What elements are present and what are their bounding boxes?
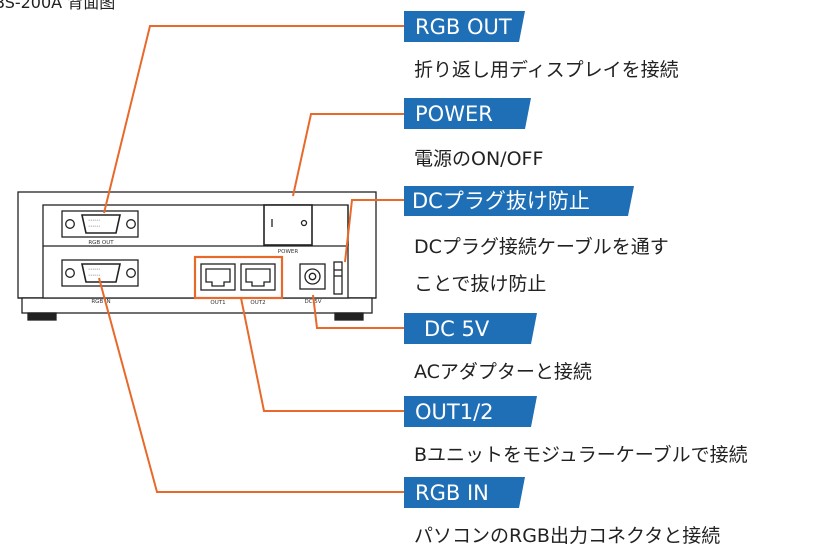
callout-power: POWER 電源のON/OFF <box>404 98 543 170</box>
tag-rgb-in-bg <box>404 477 525 508</box>
svg-text:⋯⋯: ⋯⋯ <box>88 272 100 279</box>
leader-rgb-in <box>98 277 404 493</box>
tag-out12-bg <box>404 396 537 427</box>
header-fragment: BS-200A 背面图 <box>0 0 115 12</box>
desc-dc-plug-guard-line2: ことで抜け防止 <box>414 273 546 295</box>
modular-jack-out1 <box>200 263 236 291</box>
leader-rgb-out <box>103 25 404 214</box>
callout-out12: OUT1/2 Bユニットをモジュラーケーブルで接続 <box>404 396 748 466</box>
foot-right <box>334 312 364 321</box>
callout-rgb-out: RGB OUT 折り返し用ディスプレイを接続 <box>404 11 679 81</box>
tag-rgb-out: RGB OUT <box>415 15 512 39</box>
rgb-out-connector: ⋯⋯ ⋯⋯ <box>61 210 139 238</box>
desc-out12: Bユニットをモジュラーケーブルで接続 <box>414 443 748 466</box>
tag-dc-5v-bg <box>404 313 537 344</box>
tag-dc-5v: DC 5V <box>424 317 490 341</box>
leader-dc-5v <box>312 294 404 329</box>
leader-out12 <box>240 297 404 412</box>
dc-jack <box>299 263 326 290</box>
tag-rgb-out-bg <box>404 11 525 42</box>
leader-lines <box>98 25 404 493</box>
dc-plug-guard-hook <box>333 261 343 295</box>
svg-text:⋯⋯: ⋯⋯ <box>88 217 100 224</box>
out-jacks-highlight <box>193 255 284 300</box>
desc-rgb-out: 折り返し用ディスプレイを接続 <box>414 59 679 81</box>
label-out1: OUT1 <box>210 300 225 306</box>
tag-power: POWER <box>415 102 493 126</box>
label-power: POWER <box>278 249 299 255</box>
desc-power: 電源のON/OFF <box>414 148 543 170</box>
tag-power-bg <box>404 98 531 129</box>
callout-rgb-in: RGB IN パソコンのRGB出力コネクタと接続 <box>404 477 720 547</box>
svg-text:⋯⋯: ⋯⋯ <box>88 223 100 230</box>
power-switch <box>263 204 313 246</box>
desc-dc-5v: ACアダプターと接続 <box>414 361 592 383</box>
tag-dc-plug-guard: DCプラグ抜け防止 <box>412 189 590 213</box>
tag-dc-plug-guard-bg <box>404 186 634 216</box>
label-out2: OUT2 <box>250 300 265 306</box>
callout-dc-plug-guard: DCプラグ抜け防止 DCプラグ接続ケーブルを通す ことで抜け防止 <box>404 186 669 295</box>
tag-out12: OUT1/2 <box>415 400 494 424</box>
leader-power <box>292 113 404 197</box>
leader-dc-plug-guard <box>344 199 404 263</box>
svg-text:⋯⋯: ⋯⋯ <box>88 266 100 273</box>
desc-rgb-in: パソコンのRGB出力コネクタと接続 <box>414 525 720 547</box>
foot-left <box>27 312 57 321</box>
modular-jack-out2 <box>240 263 276 291</box>
desc-dc-plug-guard-line1: DCプラグ接続ケーブルを通す <box>414 235 669 258</box>
tag-rgb-in: RGB IN <box>415 481 489 505</box>
callout-dc-5v: DC 5V ACアダプターと接続 <box>404 313 592 383</box>
label-rgb-in: RGB IN <box>91 299 110 305</box>
label-rgb-out: RGB OUT <box>88 240 114 246</box>
